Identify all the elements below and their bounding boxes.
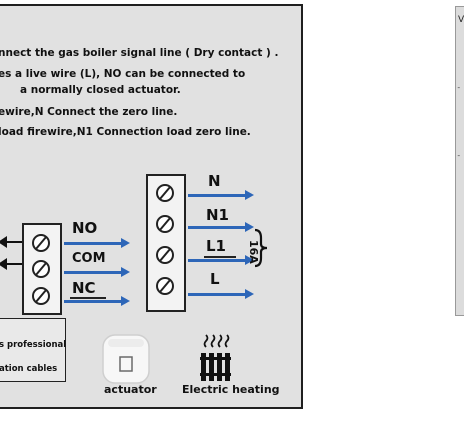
screw-terminal-icon [156, 246, 174, 264]
note-line-2: ation cables [0, 364, 58, 374]
screw-terminal-icon [32, 287, 50, 305]
rating-label: 16A [247, 240, 260, 264]
underline-l1 [204, 256, 236, 258]
heater-caption: Electric heating [182, 383, 280, 396]
terminal-label-n1: N1 [206, 206, 229, 224]
screw-terminal-icon [156, 184, 174, 202]
screw-terminal-icon [32, 234, 50, 252]
screw-terminal-icon [156, 215, 174, 233]
arrow-l1 [188, 255, 254, 265]
instruction-line-2: es a live wire (L), NO can be connected … [0, 68, 246, 80]
screw-terminal-icon [32, 260, 50, 278]
screw-terminal-icon [156, 277, 174, 295]
arrow-n [188, 190, 254, 200]
actuator-icon [102, 334, 150, 384]
instruction-line-5: load firewire,N1 Connection load zero li… [0, 126, 251, 138]
arrow-no [64, 238, 130, 248]
side-mark: ˉ [457, 87, 461, 95]
side-preview-panel: V ˉ ˉ [455, 6, 464, 316]
side-panel-letter: V [458, 15, 464, 25]
terminal-label-l: L [210, 270, 220, 288]
actuator-caption: actuator [104, 383, 157, 396]
arrow-com [64, 267, 130, 277]
instruction-line-3: a normally closed actuator. [20, 84, 181, 96]
note-line-1: s professional [0, 340, 67, 350]
side-mark: ˉ [457, 155, 461, 163]
brace-icon [254, 228, 268, 268]
instruction-line-4: ewire,N Connect the zero line. [0, 106, 178, 118]
arrow-nc [64, 296, 130, 306]
wiring-diagram-panel: nnect the gas boiler signal line ( Dry c… [0, 4, 303, 409]
arrow-l [188, 289, 254, 299]
underline-nc [70, 297, 106, 299]
terminal-label-n: N [208, 172, 221, 190]
arrow-n1 [188, 222, 254, 232]
terminal-label-no: NO [72, 219, 98, 237]
terminal-label-l1: L1 [206, 237, 226, 255]
radiator-icon [200, 334, 231, 381]
note-box: s professional ation cables [0, 318, 66, 382]
right-terminal-block [146, 174, 186, 312]
terminal-label-com: COM [72, 251, 106, 266]
left-terminal-block [22, 223, 62, 315]
instruction-line-1: nnect the gas boiler signal line ( Dry c… [0, 47, 279, 59]
terminal-label-nc: NC [72, 279, 96, 297]
